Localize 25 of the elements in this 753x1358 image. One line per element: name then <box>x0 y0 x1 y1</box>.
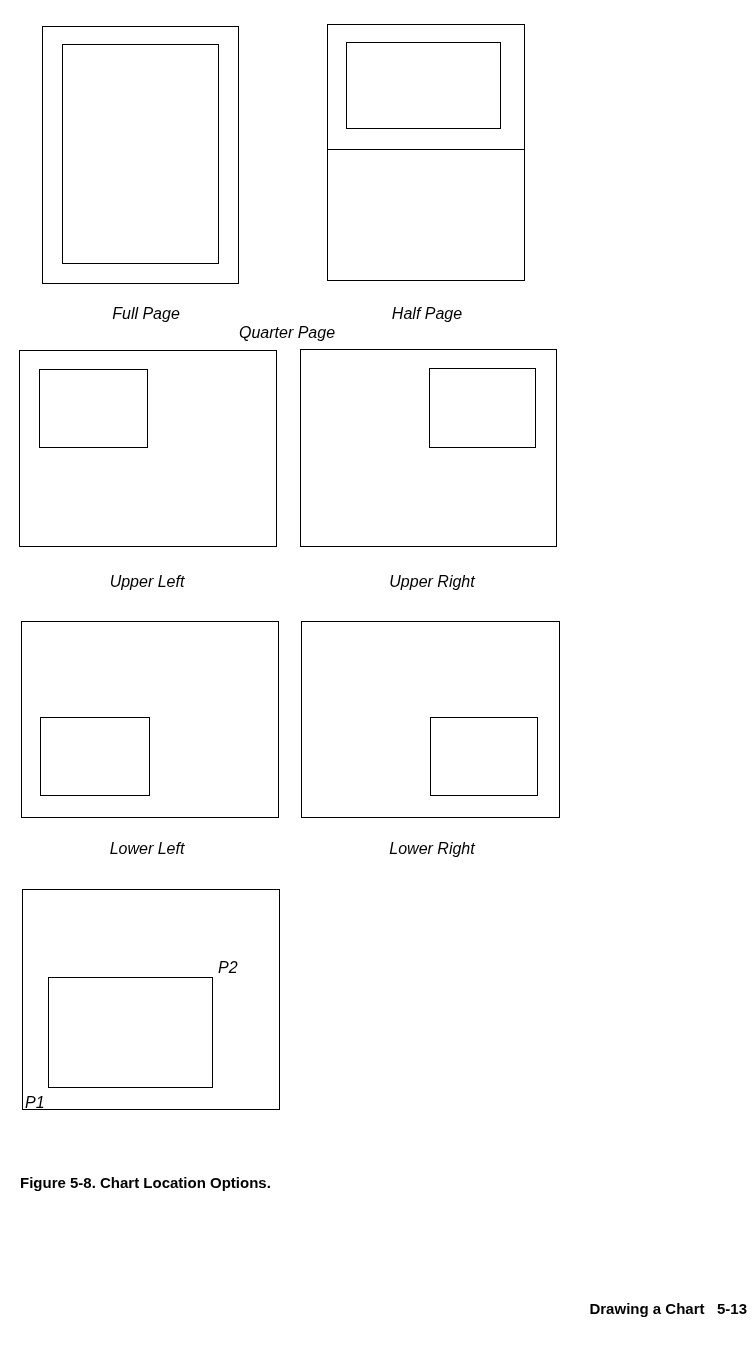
panel-caption: Full Page <box>112 304 180 324</box>
page-frame <box>300 349 557 547</box>
page-frame <box>22 889 280 1110</box>
page-frame <box>19 350 277 547</box>
point-label: P1 <box>25 1093 45 1113</box>
chart-area-box <box>39 716 150 796</box>
page-frame <box>21 621 279 818</box>
page-frame <box>301 621 560 818</box>
figure-caption: Figure 5-8. Chart Location Options. <box>20 1173 271 1193</box>
chart-area-box <box>38 368 148 448</box>
chart-area-box <box>428 367 536 448</box>
chart-area-box <box>61 43 219 264</box>
panel-caption: Lower Left <box>109 839 185 859</box>
point-label: P2 <box>218 958 238 978</box>
panel-caption: Lower Right <box>389 839 475 859</box>
panel-caption: Upper Right <box>389 572 475 592</box>
group-heading: Quarter Page <box>238 323 336 343</box>
page-frame <box>327 24 525 281</box>
chart-area-box <box>47 976 213 1088</box>
panel-caption: Upper Left <box>109 572 185 592</box>
panel-caption: Half Page <box>391 304 463 324</box>
chart-area-box <box>429 716 538 796</box>
chart-area-box <box>345 41 501 129</box>
page-frame <box>42 26 239 284</box>
page-footer: Drawing a Chart 5-13 <box>589 1298 747 1321</box>
